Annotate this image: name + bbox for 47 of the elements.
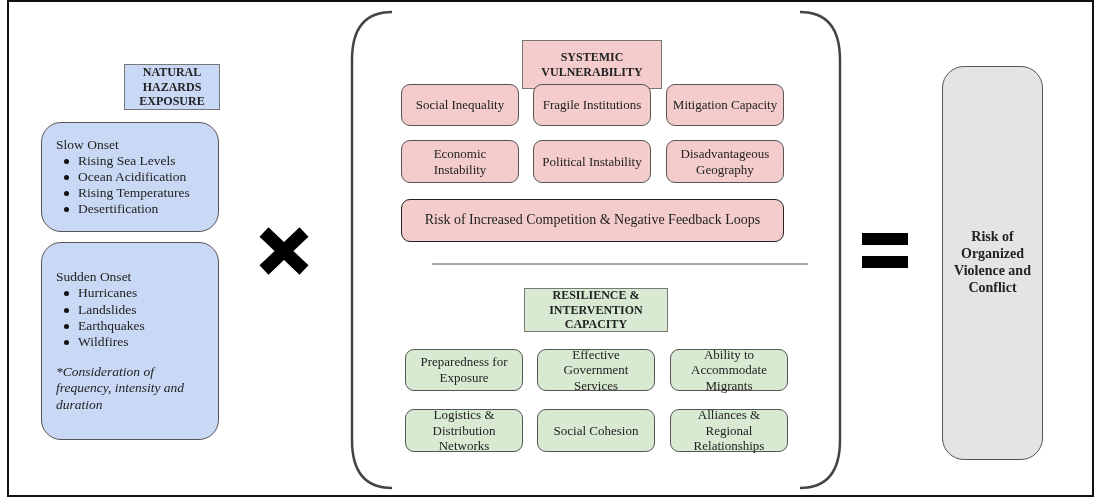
factor-box: [670, 349, 788, 391]
category-box: [41, 242, 219, 440]
list-heading: Sudden Onset: [56, 269, 132, 286]
note-text: *Consideration of frequency, intensity and duration: [56, 364, 186, 413]
box-label: Logistics & Distribution Networks: [431, 407, 497, 454]
factor-box: [401, 199, 784, 242]
factor-box: [666, 84, 784, 126]
box-label: Effective Government Services: [562, 346, 630, 394]
factor-box: [405, 349, 523, 391]
bullet-item: Rising Sea Levels: [56, 152, 176, 169]
header-box: [124, 64, 220, 110]
outcome-box: [942, 66, 1043, 460]
box-label: Fragile Institutions: [542, 97, 642, 113]
factor-box: [537, 409, 655, 452]
bullet-item: Earthquakes: [56, 317, 145, 334]
bullet-item: Ocean Acidification: [56, 168, 187, 186]
section-title: NATURAL HAZARDS EXPOSURE: [138, 65, 206, 109]
box-label: Economic Instability: [432, 145, 488, 178]
box-label: Mitigation Capacity: [672, 97, 778, 113]
box-label: Disadvantageous Geography: [679, 145, 771, 178]
factor-box: [405, 409, 523, 452]
factor-box: [537, 349, 655, 391]
box-label: Social Inequality: [415, 97, 505, 113]
factor-box: [401, 84, 519, 126]
box-label: Ability to Accommodate Migrants: [690, 346, 768, 394]
section-title: SYSTEMIC VULNERABILITY: [540, 50, 644, 79]
factor-box: [533, 84, 651, 126]
box-label: Social Cohesion: [553, 422, 639, 439]
header-box: [524, 288, 668, 332]
factor-box: [401, 140, 519, 183]
bullet-item: Hurricanes: [56, 285, 138, 302]
category-box: [41, 122, 219, 232]
factor-box: [533, 140, 651, 183]
section-title: RESILIENCE & INTERVENTION CAPACITY: [548, 288, 644, 332]
bullet-item: Rising Temperatures: [56, 185, 190, 202]
box-label: Risk of Organized Violence and Conflict: [953, 229, 1032, 297]
box-label: Preparedness for Exposure: [419, 354, 509, 386]
box-label: Risk of Increased Competition & Negative Feedback Loops: [424, 212, 761, 229]
bullet-item: Landslides: [56, 301, 137, 318]
box-label: Political Instability: [542, 153, 642, 170]
factor-box: [670, 409, 788, 452]
box-label: Alliances & Regional Relationships: [692, 407, 766, 454]
factor-box: [666, 140, 784, 183]
bullet-item: Wildfires: [56, 334, 129, 351]
bullet-item: Desertification: [56, 201, 159, 218]
header-box: [522, 40, 662, 89]
list-heading: Slow Onset: [56, 136, 119, 153]
